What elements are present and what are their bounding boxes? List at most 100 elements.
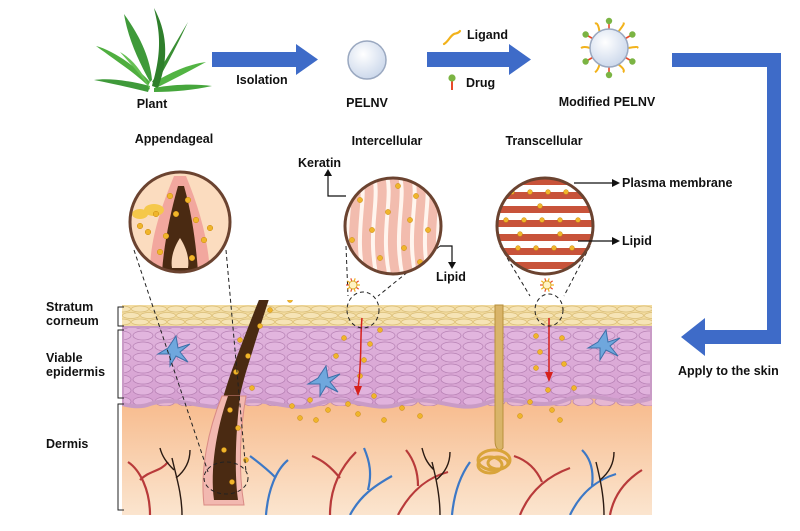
corneocyte (356, 312, 374, 319)
corneocyte (635, 305, 652, 313)
apply-arrow (672, 53, 781, 356)
ligand-mark (627, 46, 639, 49)
corneocyte (212, 312, 230, 319)
ligand-mark (594, 22, 601, 32)
drug-dot (229, 479, 235, 485)
corneocyte (509, 305, 527, 313)
drug-dot (521, 217, 527, 223)
viable-label-line1: Viable (46, 351, 83, 365)
drug-dot (417, 413, 423, 419)
drug-dot (537, 349, 543, 355)
corneocyte (185, 305, 203, 313)
corneocyte (473, 305, 491, 313)
drug-dot (349, 237, 355, 243)
corneocyte (293, 318, 311, 326)
modification-arrow (427, 44, 531, 75)
corneocyte (167, 318, 185, 326)
corneocyte (545, 305, 563, 313)
corneocyte (401, 318, 419, 326)
entry-vesicle-spike (540, 280, 545, 284)
drug-dot (206, 224, 214, 232)
corneocyte (203, 305, 221, 313)
drug-dot (533, 365, 539, 371)
drug-dot (136, 222, 144, 230)
corneocyte (383, 318, 401, 326)
corneocyte (293, 305, 311, 313)
corneocyte (284, 312, 302, 319)
drug-dot (407, 217, 413, 223)
drug-dot (401, 245, 407, 251)
drug-dot (517, 231, 523, 237)
stratum-label-line1: Stratum (46, 300, 94, 314)
langerhans-cells (156, 328, 621, 398)
drug-dot (325, 407, 331, 413)
drug-head (582, 58, 589, 65)
corneocyte (122, 318, 131, 326)
ligand-mark (580, 46, 591, 49)
lipid-intercellular-label: Lipid (436, 270, 466, 284)
keratin-label: Keratin (298, 156, 342, 170)
drug-dot (557, 217, 563, 223)
drug-dot (533, 333, 539, 339)
transcellular-label: Transcellular (505, 134, 583, 148)
corneocyte (626, 312, 644, 319)
corneocyte (131, 318, 149, 326)
corneocyte (536, 312, 554, 319)
transcellular-path (545, 318, 553, 382)
corneocyte (140, 312, 158, 319)
lipid-transcellular-label: Lipid (622, 234, 652, 248)
modified-vesicle-core (589, 28, 629, 68)
entry-vesicle (348, 280, 358, 290)
drug-dot (517, 413, 523, 419)
drug-dot (367, 341, 373, 347)
drug-dot (533, 245, 539, 251)
drug-particles (221, 300, 577, 485)
viable-label-line2: epidermis (46, 365, 106, 380)
drug-dot (381, 417, 387, 423)
intercellular-label: Intercellular (351, 134, 423, 148)
entry-vesicles (346, 278, 554, 292)
drug-dot (227, 407, 233, 413)
membrane-band (497, 220, 593, 227)
corneocyte (401, 305, 419, 313)
drug-dot (425, 227, 431, 233)
modified-pelnv-label: Modified PELNV (558, 95, 656, 109)
drug-dot (289, 403, 295, 409)
corneocyte (509, 318, 527, 326)
corneocyte (239, 305, 257, 313)
drug-head (629, 58, 636, 65)
entry-vesicle-spike (547, 288, 550, 292)
corneocyte (410, 312, 428, 319)
intercellular-magnifier (343, 176, 443, 276)
corneocyte (392, 312, 410, 319)
drug-dot (307, 397, 313, 403)
corneocyte (563, 318, 581, 326)
drug-head (605, 17, 613, 25)
corneocyte (365, 305, 383, 313)
corneocyte (455, 305, 473, 313)
membrane-band (497, 178, 593, 185)
drug-head (629, 31, 636, 38)
corneocyte (302, 312, 320, 319)
drug-icon (448, 74, 456, 90)
corneocyte (464, 312, 482, 319)
ligand-label: Ligand (467, 28, 508, 42)
ligand-mark (594, 64, 601, 74)
nerve-fibers (159, 447, 615, 515)
ligand-mark (617, 22, 625, 33)
corneocyte (329, 305, 347, 313)
corneocyte (221, 318, 239, 326)
corneocyte (581, 318, 599, 326)
corneocyte (311, 305, 329, 313)
blood-vessels (127, 447, 643, 515)
drug-head (582, 31, 589, 38)
ligand-mark (617, 63, 625, 74)
drug-dot (184, 196, 192, 204)
drug-dot (551, 245, 557, 251)
drug-dot (287, 300, 293, 303)
corneocyte (617, 305, 635, 313)
drug-dot (243, 457, 249, 463)
drug-dot (395, 183, 401, 189)
corneocyte (581, 305, 599, 313)
